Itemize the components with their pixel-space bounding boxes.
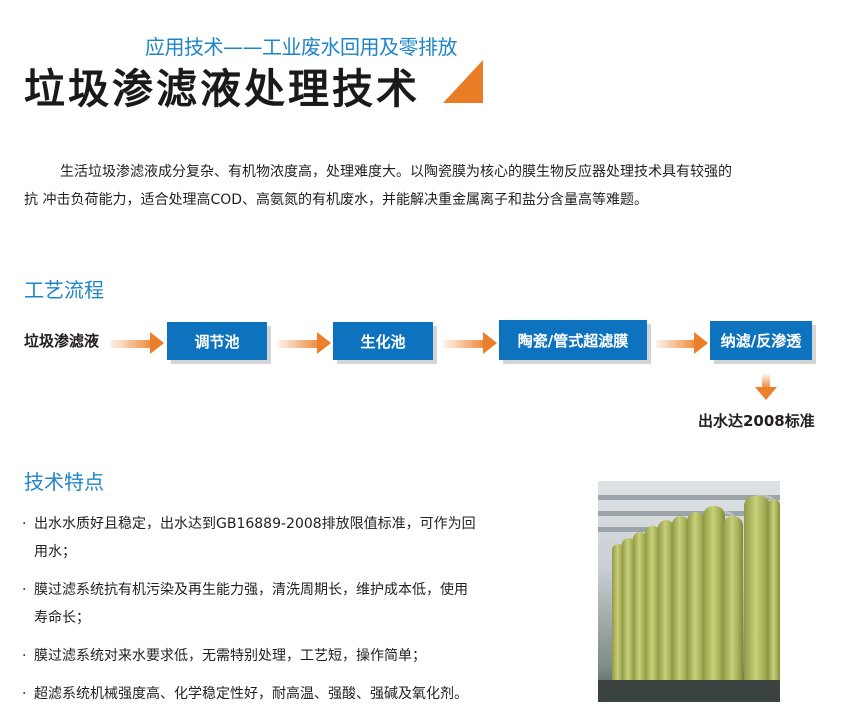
feature-item: · 膜过滤系统对来水要求低，无需特别处理，工艺短，操作简单； xyxy=(22,642,542,670)
intro-line-1: 生活垃圾渗滤液成分复杂、有机物浓度高，处理难度大。以陶瓷膜为核心的膜生物反应器处… xyxy=(60,164,732,180)
flow-step-3: 陶瓷/管式超滤膜 xyxy=(499,320,647,360)
features-list: · 出水水质好且稳定，出水达到GB16889-2008排放限值标准，可作为回 用… xyxy=(22,510,542,718)
flow-step-label: 生化池 xyxy=(360,332,406,351)
bullet-icon: · xyxy=(22,648,27,664)
bullet-icon: · xyxy=(22,516,27,532)
flow-step-1: 调节池 xyxy=(167,322,267,360)
feature-item: · 出水水质好且稳定，出水达到GB16889-2008排放限值标准，可作为回 用… xyxy=(22,510,542,566)
bullet-icon: · xyxy=(22,582,27,598)
feature-text-line: 寿命长； xyxy=(34,610,90,626)
feature-text-line: 膜过滤系统对来水要求低，无需特别处理，工艺短，操作简单； xyxy=(34,648,426,664)
feature-text-line: 出水水质好且稳定，出水达到GB16889-2008排放限值标准，可作为回 xyxy=(34,516,476,532)
flow-step-label: 调节池 xyxy=(194,332,240,351)
flow-step-2: 生化池 xyxy=(333,322,433,360)
flow-arrow-right-icon xyxy=(277,332,331,354)
features-heading: 技术特点 xyxy=(24,470,104,494)
flow-arrow-down-icon xyxy=(755,374,777,402)
flow-step-4: 纳滤/反渗透 xyxy=(710,321,812,360)
process-heading: 工艺流程 xyxy=(24,278,104,302)
flow-result-label: 出水达2008标准 xyxy=(698,412,815,430)
flow-arrow-right-icon xyxy=(443,332,497,354)
page-title: 垃圾渗滤液处理技术 xyxy=(24,65,420,113)
feature-text-line: 膜过滤系统抗有机污染及再生能力强，清洗周期长，维护成本低，使用 xyxy=(34,582,468,598)
flow-step-label: 纳滤/反渗透 xyxy=(720,332,802,350)
feature-item: · 膜过滤系统抗有机污染及再生能力强，清洗周期长，维护成本低，使用 寿命长； xyxy=(22,576,542,632)
intro-paragraph: 生活垃圾渗滤液成分复杂、有机物浓度高，处理难度大。以陶瓷膜为核心的膜生物反应器处… xyxy=(24,158,824,214)
feature-text-line: 超滤系统机械强度高、化学稳定性好，耐高温、强酸、强碱及氧化剂。 xyxy=(34,686,468,702)
page-subtitle: 应用技术——工业废水回用及零排放 xyxy=(145,35,458,59)
flow-source-label: 垃圾渗滤液 xyxy=(24,332,100,350)
bullet-icon: · xyxy=(22,686,27,702)
flow-step-label: 陶瓷/管式超滤膜 xyxy=(517,331,629,350)
flow-arrow-right-icon xyxy=(110,332,164,354)
flow-arrow-right-icon xyxy=(656,332,708,354)
title-triangle-icon xyxy=(443,60,483,103)
feature-item: · 超滤系统机械强度高、化学稳定性好，耐高温、强酸、强碱及氧化剂。 xyxy=(22,680,542,708)
feature-text-line: 用水； xyxy=(34,544,76,560)
membrane-tubes-photo xyxy=(598,481,780,702)
intro-line-2: 抗 冲击负荷能力，适合处理高COD、高氨氮的有机废水，并能解决重金属离子和盐分含… xyxy=(24,192,649,208)
